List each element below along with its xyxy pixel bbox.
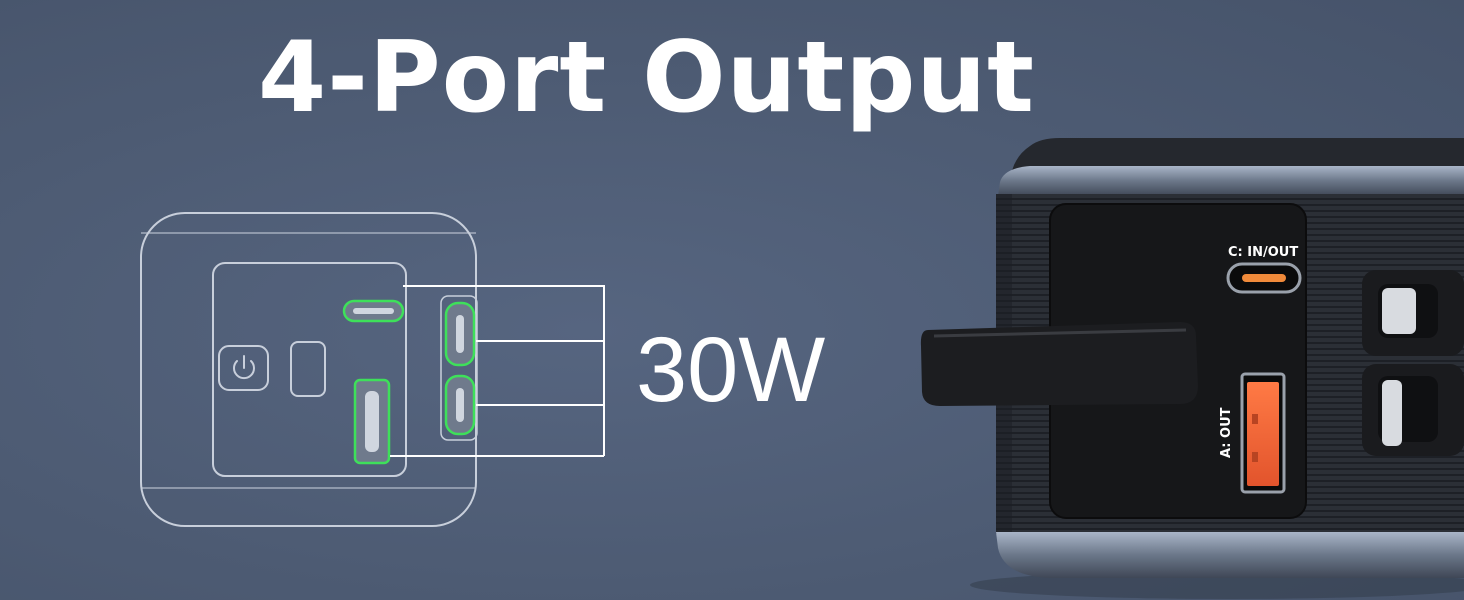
- usb-c-port-icon: [342, 299, 405, 323]
- headline: 4-Port Output: [258, 21, 1035, 135]
- usb-a-port-icon: [1240, 372, 1286, 494]
- metal-band-top: [998, 166, 1464, 196]
- side-cable-lightning: [1362, 270, 1464, 356]
- a-port-label: A: OUT: [1219, 407, 1234, 458]
- port-panel-outline: [212, 262, 407, 477]
- metal-band-bottom: [996, 532, 1464, 578]
- usb-c-port-icon: [1226, 262, 1302, 294]
- side-cable-usb-c: [1362, 364, 1464, 456]
- usb-c-side-port-bottom: [444, 374, 476, 436]
- bracket-lines: [390, 285, 605, 457]
- usb-a-port-icon: [353, 378, 391, 465]
- side-panel-outline: [440, 295, 478, 441]
- power-label: 30W: [636, 319, 826, 421]
- usb-c-side-port-top: [444, 301, 476, 367]
- c-port-label: C: IN/OUT: [1228, 245, 1298, 260]
- fold-plug: [920, 322, 1198, 406]
- charger-outline: [140, 212, 477, 527]
- power-icon: [218, 345, 269, 391]
- indicator-outline: [290, 341, 326, 397]
